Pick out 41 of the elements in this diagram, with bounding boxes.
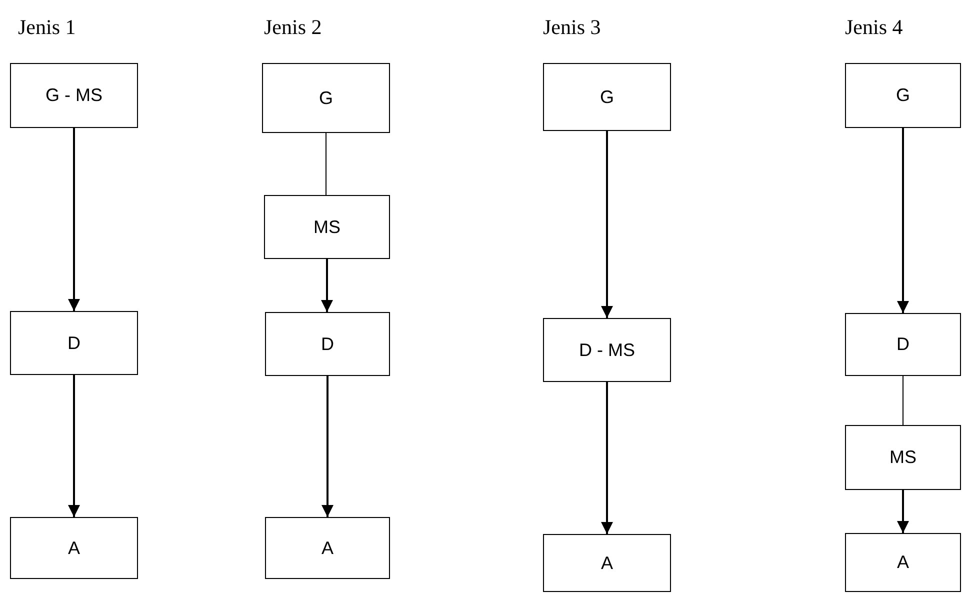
process-box <box>543 534 671 592</box>
process-box <box>265 517 390 579</box>
box-label: G <box>318 86 333 110</box>
arrow <box>601 131 613 318</box>
box-label: A <box>68 536 80 560</box>
process-box <box>10 311 138 375</box>
box-label: A <box>321 536 334 560</box>
arrow <box>322 376 334 517</box>
box-label: A <box>896 551 909 574</box>
connector-line <box>902 376 904 426</box>
arrow <box>68 375 80 517</box>
column-title: Jenis 4 <box>845 14 903 40</box>
column-title: Jenis 2 <box>264 14 322 40</box>
process-box <box>845 63 961 128</box>
process-box <box>845 313 961 376</box>
box-label: G <box>896 84 910 107</box>
process-box <box>264 195 390 259</box>
box-label: D <box>321 332 334 356</box>
arrow <box>601 382 613 534</box>
process-box <box>543 63 671 131</box>
process-box <box>543 318 671 382</box>
box-label: MS <box>314 216 340 238</box>
box-label: G <box>600 86 614 108</box>
process-box <box>10 517 138 579</box>
arrow <box>321 259 333 312</box>
box-label: A <box>600 552 613 574</box>
arrow <box>897 490 909 533</box>
box-label: D <box>896 333 910 356</box>
process-box <box>262 63 390 133</box>
process-box <box>265 312 390 376</box>
box-label: G - MS <box>46 84 102 107</box>
box-label: MS <box>890 446 916 469</box>
process-box <box>845 425 961 490</box>
arrow <box>897 128 909 313</box>
process-box <box>845 533 961 592</box>
column-title: Jenis 3 <box>543 14 601 40</box>
arrow <box>68 128 80 311</box>
box-label: D - MS <box>579 338 635 362</box>
column-title: Jenis 1 <box>18 14 76 40</box>
process-box <box>10 63 138 128</box>
box-label: D <box>68 332 80 354</box>
